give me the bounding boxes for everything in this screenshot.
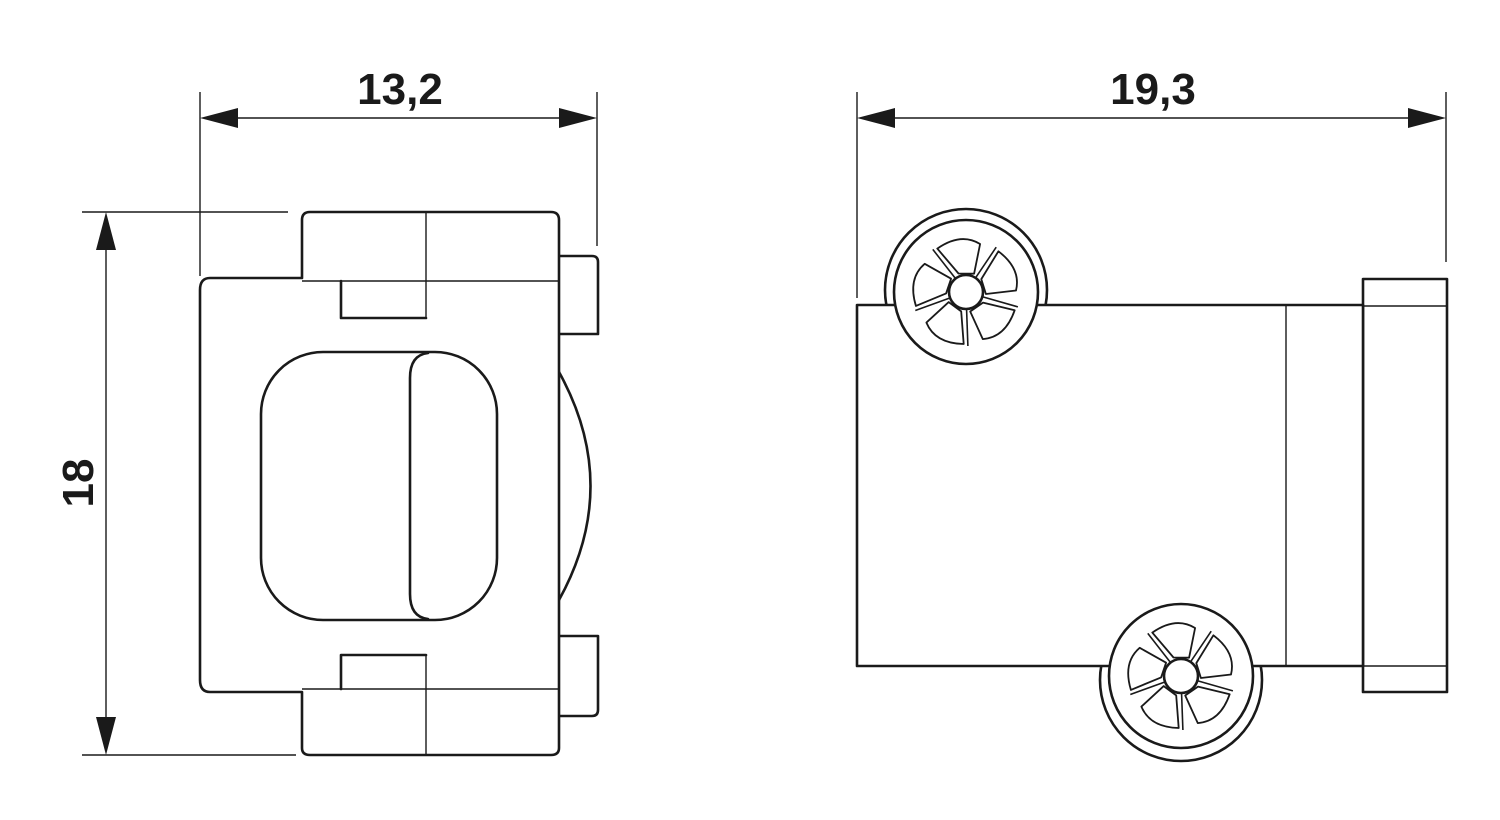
screw-hub-bottom	[1162, 657, 1200, 695]
screw-spike	[1190, 630, 1212, 662]
arrowhead-right	[1408, 108, 1446, 128]
side-tab-bottom	[556, 634, 600, 718]
screw-blades-top	[912, 238, 1019, 347]
screw-bottom	[1107, 602, 1255, 750]
screw-blade	[980, 250, 1018, 295]
screw-spike	[932, 248, 956, 279]
top-latch-notch	[339, 279, 428, 320]
screw-spike	[965, 309, 969, 347]
screw-blade	[1195, 634, 1233, 679]
screw-blade	[1140, 685, 1180, 729]
side-width-label: 19,3	[1110, 65, 1196, 114]
screw-hub-top	[947, 273, 985, 311]
side-flange	[1361, 277, 1449, 694]
screw-blade	[925, 301, 965, 345]
arrowhead-left	[200, 108, 238, 128]
front-view: 13,2 18	[54, 65, 600, 757]
side-view: 19,3	[855, 65, 1449, 763]
dome-bulge	[557, 370, 592, 602]
screw-blade	[1151, 622, 1196, 659]
front-height-dimension: 18	[54, 211, 296, 756]
side-width-dimension: 19,3	[856, 65, 1447, 298]
screw-spike	[1147, 632, 1171, 663]
front-width-label: 13,2	[357, 65, 443, 114]
screw-spike	[983, 296, 1019, 308]
screw-spike	[975, 246, 997, 278]
arrowhead-bottom	[96, 717, 116, 755]
screw-blade	[969, 301, 1016, 340]
screw-blades-bottom	[1127, 622, 1234, 731]
screw-top	[892, 218, 1040, 366]
window-divider	[408, 351, 430, 621]
front-width-dimension: 13,2	[199, 65, 598, 276]
arrowhead-right	[559, 108, 597, 128]
screw-spike	[915, 297, 950, 312]
front-height-label: 18	[54, 459, 103, 508]
side-body-outline	[855, 303, 1365, 668]
side-tab-top	[556, 254, 600, 336]
screw-spike	[1130, 681, 1165, 696]
screw-blade	[1184, 685, 1231, 724]
arrowhead-left	[857, 108, 895, 128]
screw-blade	[936, 238, 981, 275]
center-window	[259, 350, 499, 622]
screw-spike	[1180, 693, 1184, 731]
arrowhead-top	[96, 212, 116, 250]
screw-spike	[1198, 680, 1234, 692]
screw-blade	[1127, 646, 1167, 691]
screw-blade	[912, 262, 952, 307]
bottom-latch-notch	[339, 653, 428, 691]
